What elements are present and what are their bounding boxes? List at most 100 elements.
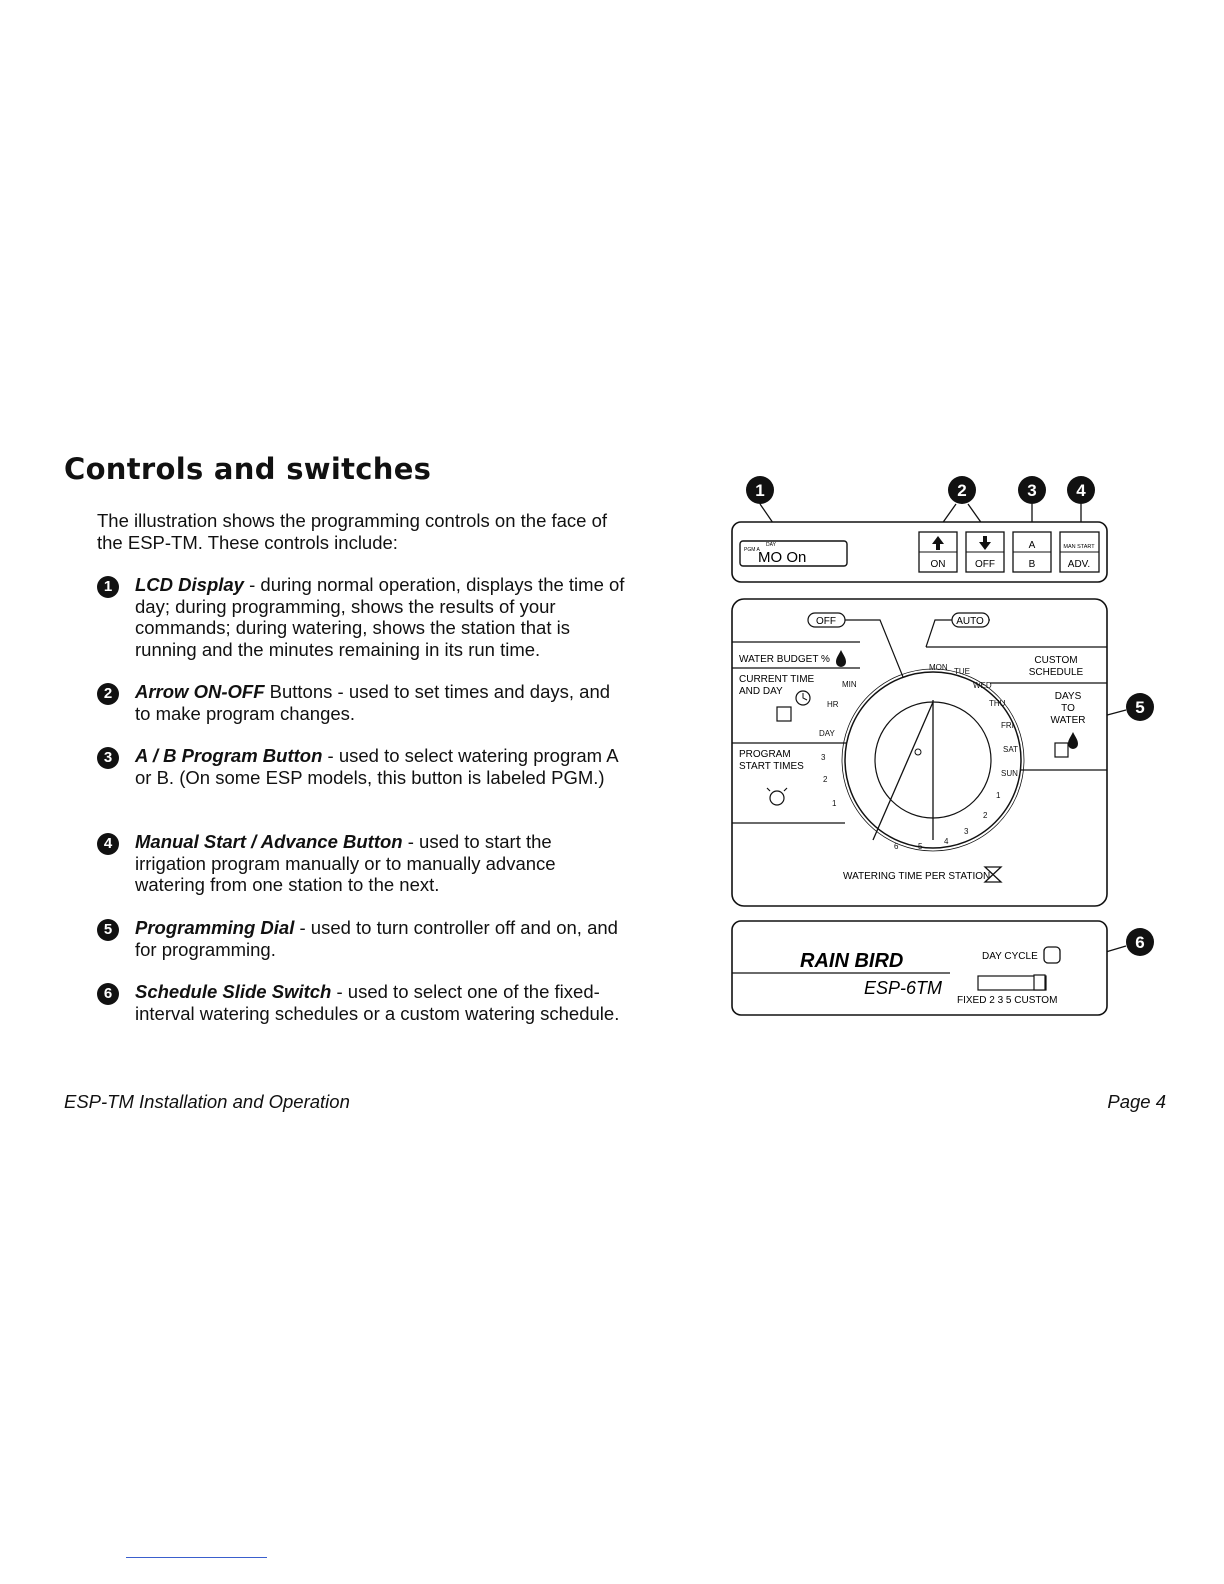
callout-number: 3 — [97, 747, 119, 769]
callout-number: 2 — [97, 683, 119, 705]
list-item-text: Manual Start / Advance Button - used to … — [135, 831, 627, 896]
svg-text:DAY: DAY — [819, 729, 836, 738]
list-item-text: Schedule Slide Switch - used to select o… — [135, 981, 627, 1024]
slide-switch-labels: FIXED 2 3 5 CUSTOM — [957, 995, 1057, 1006]
list-item-term: A / B Program Button — [135, 745, 323, 766]
list-item-term: Manual Start / Advance Button — [135, 831, 403, 852]
svg-text:MIN: MIN — [842, 680, 857, 689]
manual-start-button[interactable]: MAN START ADV. — [1059, 531, 1100, 573]
custom-schedule-label-1: CUSTOM — [1034, 655, 1077, 666]
list-item-desc: - used to turn controller off and on, an… — [135, 917, 618, 960]
list-item-desc: - used to start the irrigation program m… — [135, 831, 556, 895]
arrow-down-icon — [979, 536, 991, 550]
callout-2-circle — [948, 476, 976, 504]
list-item-manual-start: 4 Manual Start / Advance Button - used t… — [97, 831, 627, 896]
watering-time-label: WATERING TIME PER STATION — [843, 871, 990, 882]
off-label: OFF — [975, 559, 995, 570]
svg-text:WED: WED — [973, 681, 992, 690]
ab-program-button[interactable]: A B — [1012, 531, 1052, 573]
svg-text:FRI: FRI — [1001, 721, 1014, 730]
svg-text:SAT: SAT — [1003, 745, 1018, 754]
page-heading: Controls and switches — [64, 452, 432, 486]
on-label: ON — [931, 559, 946, 570]
svg-text:1: 1 — [996, 791, 1001, 800]
callout-number: 5 — [97, 919, 119, 941]
a-label: A — [1029, 540, 1036, 551]
callout-1-circle — [746, 476, 774, 504]
current-time-label-2: AND DAY — [739, 686, 783, 697]
custom-schedule-label-2: SCHEDULE — [1029, 667, 1084, 678]
svg-text:5: 5 — [918, 842, 923, 851]
arrow-up-icon — [932, 536, 944, 550]
water-budget-label: WATER BUDGET % — [739, 654, 830, 665]
hourglass-icon — [983, 866, 1003, 883]
dial-right-labels: MON TUE WED THU FRI SAT SUN 1 2 3 4 5 6 — [894, 663, 1018, 851]
list-item-term: Schedule Slide Switch — [135, 981, 332, 1002]
auto-dial-label-box — [951, 612, 990, 628]
dial-panel-lines — [732, 619, 1107, 824]
b-label: B — [1029, 559, 1036, 570]
program-start-label-1: PROGRAM — [739, 749, 791, 760]
svg-text:HR: HR — [827, 700, 839, 709]
callout-1-label: 1 — [755, 481, 764, 500]
dial-left-labels: MIN HR DAY 3 2 1 — [819, 680, 857, 808]
list-item-text: LCD Display - during normal operation, d… — [135, 574, 627, 660]
svg-text:TUE: TUE — [954, 667, 970, 676]
callout-5-label: 5 — [1135, 698, 1144, 717]
callout-3-circle — [1018, 476, 1046, 504]
schedule-slide-switch[interactable] — [977, 975, 1047, 991]
lcd-pgm-label: PGM A — [744, 547, 761, 553]
alarm-clock-icon — [769, 790, 785, 806]
days-to-water-label-2: TO — [1061, 703, 1075, 714]
brand-logo: RAIN BIRD — [800, 950, 903, 972]
program-start-label-2: START TIMES — [739, 761, 804, 772]
calendar-drop-icon — [1054, 742, 1069, 758]
callout-5-circle — [1126, 693, 1154, 721]
bottom-rule — [126, 1557, 267, 1558]
callout-2-label: 2 — [957, 481, 966, 500]
svg-text:4: 4 — [944, 837, 949, 846]
svg-text:3: 3 — [821, 753, 826, 762]
list-item-text: Programming Dial - used to turn controll… — [135, 917, 627, 960]
on-button[interactable]: ON — [918, 531, 958, 573]
lcd-day-label: DAY — [766, 542, 777, 548]
list-item-text: A / B Program Button - used to select wa… — [135, 745, 627, 788]
svg-text:1: 1 — [832, 799, 837, 808]
off-dial-label: OFF — [816, 616, 836, 627]
man-start-label: MAN START — [1063, 544, 1095, 550]
list-item-desc: - used to select one of the fixed-interv… — [135, 981, 620, 1024]
list-item-text: Arrow ON-OFF Buttons - used to set times… — [135, 681, 627, 724]
list-item-term: LCD Display — [135, 574, 244, 595]
days-to-water-label-3: WATER — [1051, 715, 1086, 726]
list-item-programming-dial: 5 Programming Dial - used to turn contro… — [97, 917, 627, 960]
controller-diagram: 1 2 3 4 5 6 PGM A DAY MO On ON OFF A B — [731, 476, 1154, 1016]
intro-paragraph: The illustration shows the programming c… — [97, 510, 608, 553]
svg-text:THU: THU — [989, 699, 1006, 708]
brand-panel — [731, 920, 1108, 1016]
water-drop-icon — [836, 650, 846, 667]
day-cycle-label: DAY CYCLE — [982, 951, 1038, 962]
callout-4-label: 4 — [1076, 481, 1086, 500]
list-item-term: Arrow ON-OFF — [135, 681, 265, 702]
auto-dial-label: AUTO — [956, 616, 984, 627]
off-button[interactable]: OFF — [965, 531, 1005, 573]
list-item-desc: Buttons - used to set times and days, an… — [135, 681, 611, 724]
callout-4-circle — [1067, 476, 1095, 504]
current-time-label-1: CURRENT TIME — [739, 674, 815, 685]
svg-text:SUN: SUN — [1001, 769, 1018, 778]
svg-text:3: 3 — [964, 827, 969, 836]
lcd-display — [739, 540, 848, 567]
slide-switch-knob[interactable] — [1033, 974, 1046, 991]
callout-number: 6 — [97, 983, 119, 1005]
list-item-lcd-display: 1 LCD Display - during normal operation,… — [97, 574, 627, 660]
callout-number: 1 — [97, 576, 119, 598]
lcd-text: MO On — [758, 549, 806, 566]
callout-6-label: 6 — [1135, 933, 1144, 952]
svg-text:2: 2 — [823, 775, 828, 784]
clock-icon — [795, 690, 811, 706]
adv-label: ADV. — [1068, 559, 1090, 570]
footer-document-title: ESP-TM Installation and Operation — [64, 1091, 350, 1112]
callout-3-label: 3 — [1027, 481, 1036, 500]
calendar-icon — [776, 706, 792, 722]
svg-text:MON: MON — [929, 663, 948, 672]
